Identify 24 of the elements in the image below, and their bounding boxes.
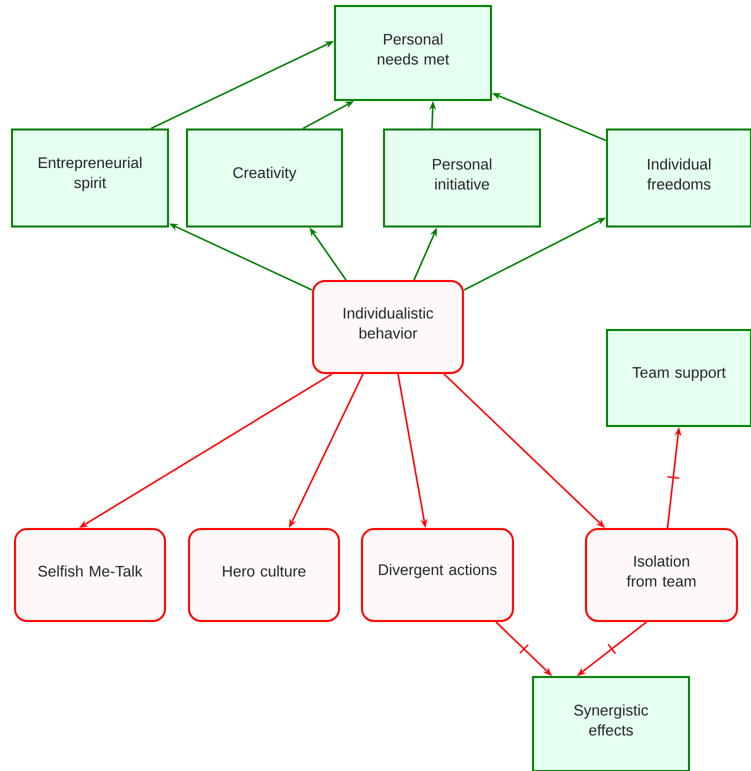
- node-label: Entrepreneurial spirit: [38, 156, 142, 192]
- behavior-box: [585, 528, 738, 622]
- behavior-box: [361, 528, 514, 622]
- concept-box: [532, 676, 690, 771]
- node-label: Hero culture: [223, 565, 306, 577]
- behavior-box: [188, 528, 340, 622]
- concept-box: [606, 128, 751, 228]
- node-label: Creativity: [233, 166, 296, 182]
- concept-box: [11, 128, 169, 228]
- node-label: Team support: [632, 367, 726, 381]
- node-label: Individual freedoms: [647, 158, 710, 190]
- node-label: Isolation from team: [626, 555, 696, 587]
- node-label: Individualistic behavior: [344, 307, 434, 339]
- concept-box: [186, 128, 343, 228]
- concept-box: [606, 329, 751, 427]
- behavior-box: [312, 280, 464, 374]
- behavior-box: [14, 528, 166, 622]
- node-label: Divergent actions: [379, 564, 497, 578]
- node-label: Synergistic effects: [574, 704, 648, 736]
- node-label: Selfish Me-Talk: [38, 565, 142, 577]
- concept-box: [334, 5, 492, 101]
- node-label: Personal needs met: [378, 33, 450, 65]
- concept-box: [383, 128, 541, 228]
- node-label: Personal initiative: [433, 158, 492, 190]
